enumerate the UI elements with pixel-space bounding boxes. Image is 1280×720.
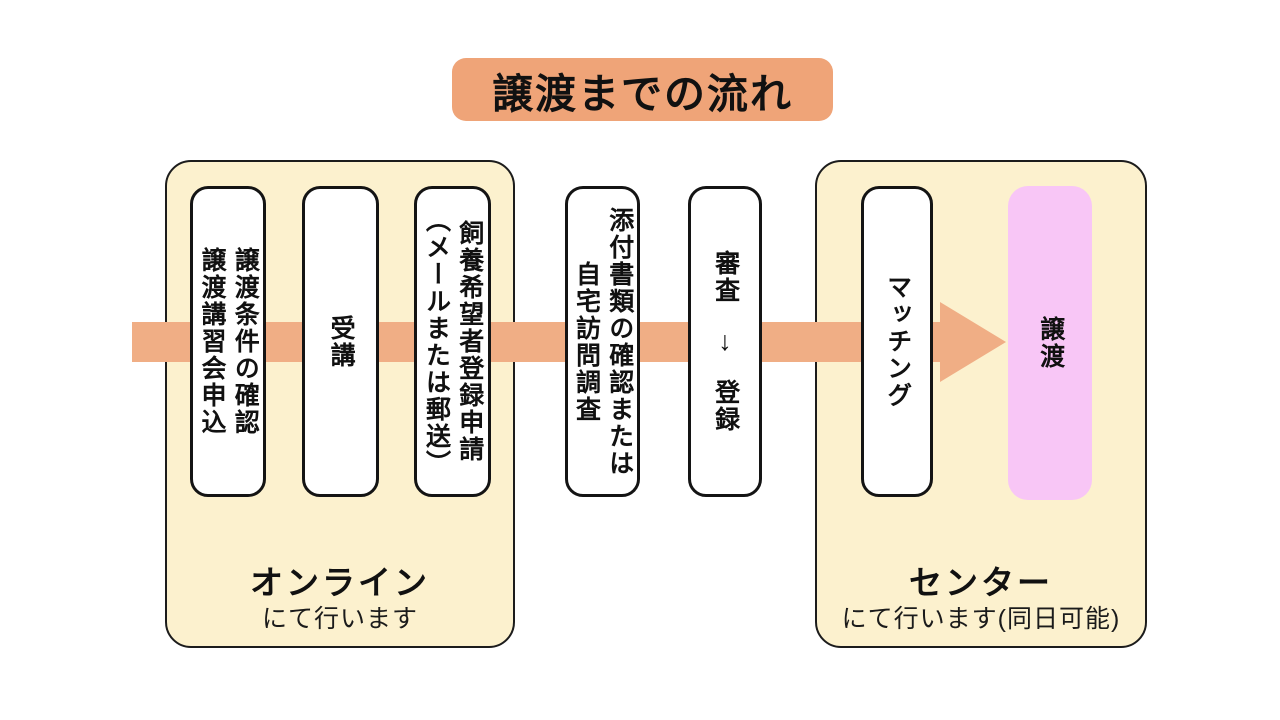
flow-step-3-label: 飼養希望者登録申請 （メールまたは郵送）	[422, 206, 484, 477]
zone-online-name: オンライン	[250, 564, 430, 601]
zone-center-note: にて行います(同日可能)	[841, 605, 1121, 633]
flow-step-final-label: 譲渡	[1036, 316, 1065, 370]
flow-step-1: 譲渡条件の確認 譲渡講習会申込	[190, 186, 266, 497]
flow-step-final: 譲渡	[1008, 186, 1092, 500]
flow-step-6-label: マッチング	[883, 274, 912, 409]
flow-arrow-head-icon	[940, 302, 1006, 382]
diagram-title-text: 譲渡までの流れ	[492, 70, 793, 117]
flow-step-4: 添付書類の確認または 自宅訪問調査	[565, 186, 640, 497]
down-arrow-icon: ↓	[718, 326, 732, 356]
flow-step-6: マッチング	[861, 186, 933, 497]
flow-step-3: 飼養希望者登録申請 （メールまたは郵送）	[414, 186, 491, 497]
flow-step-2: 受講	[302, 186, 379, 497]
diagram-title: 譲渡までの流れ	[452, 58, 833, 121]
flow-step-4-label: 添付書類の確認または 自宅訪問調査	[572, 206, 634, 477]
zone-center-name: センター	[909, 564, 1053, 601]
flow-step-2-label: 受講	[327, 314, 356, 369]
flow-step-5: 審査 ↓ 登録	[688, 186, 762, 497]
flow-step-1-label: 譲渡条件の確認 譲渡講習会申込	[198, 247, 260, 436]
flow-step-5-label: 審査 ↓ 登録	[711, 250, 740, 433]
zone-online-note: にて行います	[261, 605, 418, 633]
flow-arrow-shaft	[132, 322, 940, 362]
